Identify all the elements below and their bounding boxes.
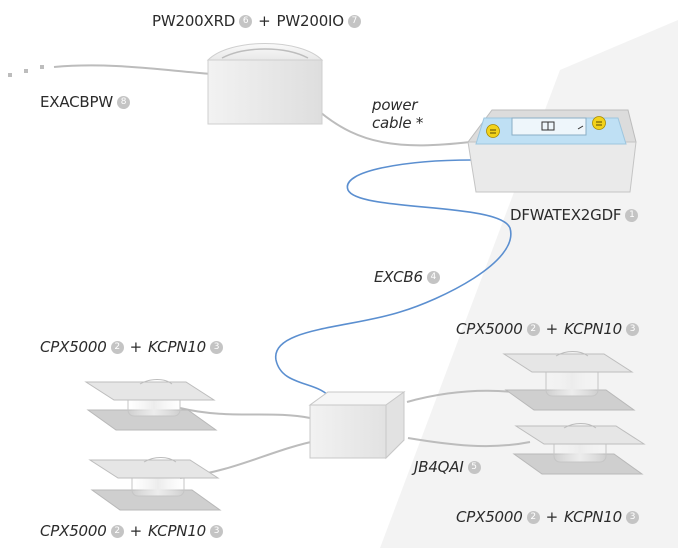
load-cell-left-bottom — [88, 457, 222, 511]
cpx5000-text: CPX5000 — [40, 522, 107, 540]
badge-3: 3 — [210, 524, 224, 538]
power-cable — [319, 111, 471, 147]
power-cable-line2: cable * — [372, 114, 424, 132]
plus-sign: + — [545, 320, 559, 338]
dfwatex2gdf-text: DFWATEX2GDF — [510, 206, 622, 224]
label-dfwatex2gdf: DFWATEX2GDF 1 — [510, 206, 639, 224]
label-power-cable: power cable * — [372, 96, 423, 132]
badge-2: 2 — [526, 510, 540, 524]
badge-1: 1 — [625, 208, 639, 222]
data-cable-excb6 — [275, 159, 512, 401]
label-exacbpw: EXACBPW 8 — [40, 93, 130, 111]
badge-5: 5 — [467, 460, 481, 474]
badge-3: 3 — [210, 340, 224, 354]
excb6-text: EXCB6 — [374, 268, 423, 286]
load-cell-right-top — [502, 351, 636, 411]
power-cable-line1: power — [372, 96, 418, 114]
load-cell-cable-4 — [407, 437, 531, 448]
plus-sign: + — [129, 338, 143, 356]
load-cell-cable-1 — [179, 407, 311, 419]
dfwatex2gdf-indicator — [467, 109, 637, 193]
cpx5000-text: CPX5000 — [456, 320, 523, 338]
plus-sign: + — [129, 522, 143, 540]
pw200xrd-text: PW200XRD — [152, 12, 236, 30]
plus-sign: + — [545, 508, 559, 526]
label-pw200xrd-pw200io: PW200XRD 6 + PW200IO 7 — [152, 12, 361, 30]
badge-3: 3 — [626, 322, 640, 336]
badge-2: 2 — [110, 340, 124, 354]
display-icon — [541, 121, 555, 131]
exacbpw-text: EXACBPW — [40, 93, 113, 111]
label-cpx5000-kcpn10-left-top: CPX5000 2 + KCPN10 3 — [40, 338, 224, 356]
badge-6: 6 — [239, 14, 253, 28]
cpx5000-text: CPX5000 — [40, 338, 107, 356]
jb4qai-junction-box — [308, 391, 406, 460]
mains-cable — [53, 64, 213, 75]
badge-2: 2 — [526, 322, 540, 336]
load-cell-left-top — [84, 379, 218, 431]
label-jb4qai: JB4QAI 5 — [414, 458, 481, 476]
atex-ex-icon-left — [486, 124, 500, 138]
indicator-display-window — [511, 117, 587, 136]
label-excb6: EXCB6 4 — [374, 268, 440, 286]
kcpn10-text: KCPN10 — [147, 522, 207, 540]
indicator-arrow — [577, 125, 584, 130]
plus-sign: + — [258, 12, 271, 30]
kcpn10-text: KCPN10 — [563, 508, 623, 526]
jb4qai-text: JB4QAI — [414, 458, 464, 476]
kcpn10-text: KCPN10 — [147, 338, 207, 356]
label-cpx5000-kcpn10-left-bottom: CPX5000 2 + KCPN10 3 — [40, 522, 224, 540]
badge-2: 2 — [110, 524, 124, 538]
badge-3: 3 — [626, 510, 640, 524]
badge-4: 4 — [426, 270, 440, 284]
load-cell-right-bottom — [512, 423, 646, 475]
cpx5000-text: CPX5000 — [456, 508, 523, 526]
dotted-lead — [8, 65, 44, 77]
kcpn10-text: KCPN10 — [563, 320, 623, 338]
pw200io-text: PW200IO — [276, 12, 345, 30]
label-cpx5000-kcpn10-right-top: CPX5000 2 + KCPN10 3 — [456, 320, 640, 338]
badge-7: 7 — [347, 14, 361, 28]
label-cpx5000-kcpn10-right-bottom: CPX5000 2 + KCPN10 3 — [456, 508, 640, 526]
atex-ex-icon-right — [592, 116, 606, 130]
pw200xrd-power-supply — [206, 43, 324, 125]
badge-8: 8 — [117, 95, 130, 109]
